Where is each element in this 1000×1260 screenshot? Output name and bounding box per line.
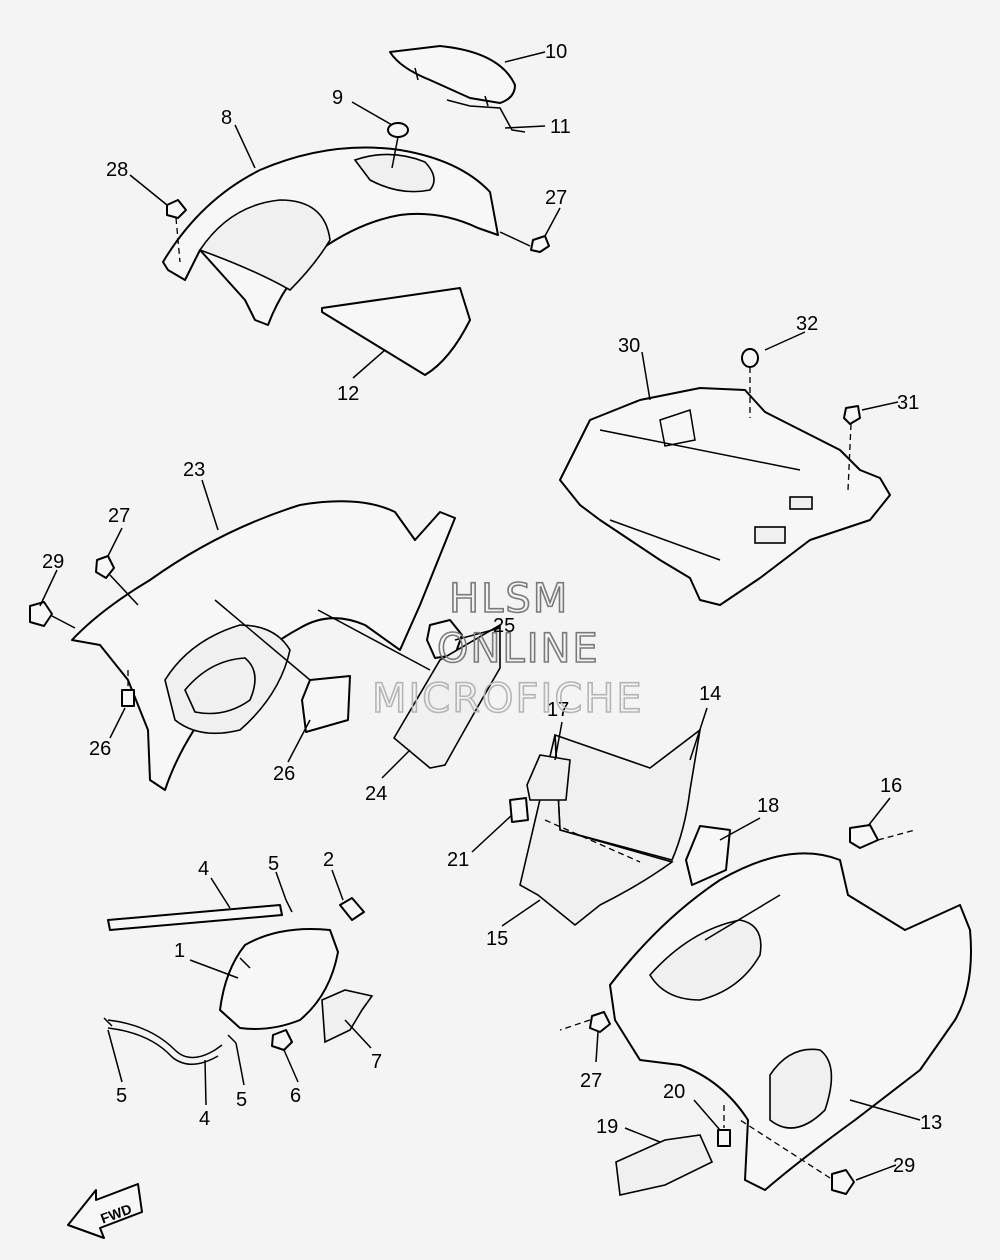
part-17-pad: [526, 754, 571, 801]
callout-13: 13: [920, 1112, 942, 1134]
callout-17: 17: [547, 699, 569, 721]
callout-23: 24: [365, 783, 387, 805]
fwd-direction-arrow: FWD: [67, 1183, 143, 1239]
callout-5-mid: 5: [236, 1089, 247, 1111]
part-22-side-cover-left: [71, 500, 456, 791]
part-7-bracket: [321, 989, 374, 1044]
part-6-bolt: [271, 1029, 293, 1051]
callout-27-top: 27: [545, 187, 567, 209]
part-30-frame: [559, 387, 891, 606]
part-18-block: [685, 825, 731, 886]
callout-32: 32: [796, 313, 818, 335]
part-29-bolt-right: [739, 1119, 855, 1195]
part-27-bolt-left: [95, 555, 139, 606]
part-20-nut: [717, 1105, 731, 1147]
part-9-grommet: [387, 122, 409, 169]
part-21-pad: [509, 797, 529, 823]
part-25-nut: [121, 670, 135, 707]
part-29-bolt-left: [29, 601, 76, 629]
part-27-bolt-top: [499, 231, 550, 253]
watermark-line-1: HLSM: [449, 576, 569, 622]
callout-16: 16: [880, 775, 902, 797]
part-4-hose: [107, 1019, 223, 1065]
callout-2: 2: [323, 849, 334, 871]
part-13-side-cover-right: [609, 852, 972, 1191]
callout-11: 11: [550, 116, 571, 138]
callout-5-top: 5: [268, 853, 279, 875]
callout-8: 8: [221, 107, 232, 129]
callout-10: 10: [545, 41, 567, 63]
callout-27-right: 27: [580, 1070, 602, 1092]
callout-29-left: 29: [42, 551, 64, 573]
callout-22: 23: [183, 459, 205, 481]
part-5-clip-a: [285, 899, 293, 913]
part-23-sheet: [392, 623, 501, 769]
part-26-pad: [301, 675, 351, 733]
part-10-cover-cap: [389, 45, 516, 107]
callout-30: 30: [618, 335, 640, 357]
callout-12: 12: [337, 383, 359, 405]
watermark-line-3: MICROFICHE: [372, 676, 644, 722]
callout-28: 28: [106, 159, 128, 181]
part-1-reservoir: [219, 928, 339, 1030]
part-2-spring: [339, 897, 365, 921]
part-8-rear-fender: [162, 146, 499, 376]
part-14-panel: [554, 728, 702, 861]
part-11-clip: [446, 99, 526, 133]
callout-3: 4: [198, 858, 209, 880]
watermark: HLSM ONLINE MICROFICHE: [371, 575, 644, 723]
callout-4: 4: [199, 1108, 210, 1130]
callout-25: 26: [89, 738, 111, 760]
callout-5-left: 5: [116, 1085, 127, 1107]
callout-1: 1: [174, 940, 185, 962]
leader-lines: [39, 51, 921, 1181]
callout-6: 6: [290, 1085, 301, 1107]
callout-7: 7: [371, 1051, 382, 1073]
watermark-line-2: ONLINE: [437, 626, 600, 672]
callout-21: 21: [447, 849, 469, 871]
callout-20: 20: [663, 1081, 685, 1103]
callout-24: 25: [493, 615, 515, 637]
part-31-bolt: [843, 405, 861, 491]
part-3-rod: [107, 904, 283, 931]
callout-19: 19: [596, 1116, 618, 1138]
callout-14: 14: [699, 683, 721, 705]
callout-31: 31: [897, 392, 919, 414]
part-5-clip-c: [227, 1034, 237, 1044]
callout-29-right: 29: [893, 1155, 915, 1177]
callout-9: 9: [332, 87, 343, 109]
callouts: 10 11 9 8 28 27 12 30 32 31 23 27 29 25 …: [42, 41, 942, 1177]
part-28-bolt: [166, 199, 187, 263]
part-32-clip: [741, 348, 759, 418]
part-16-block: [849, 824, 916, 849]
part-27-bolt-right: [559, 1011, 611, 1033]
part-19-sheet: [615, 1134, 714, 1196]
callout-18: 18: [757, 795, 779, 817]
callout-15: 15: [486, 928, 508, 950]
part-15-panel: [519, 734, 674, 927]
callout-27-left: 27: [108, 505, 130, 527]
callout-26: 26: [273, 763, 295, 785]
part-5-clip-b: [103, 1017, 113, 1027]
